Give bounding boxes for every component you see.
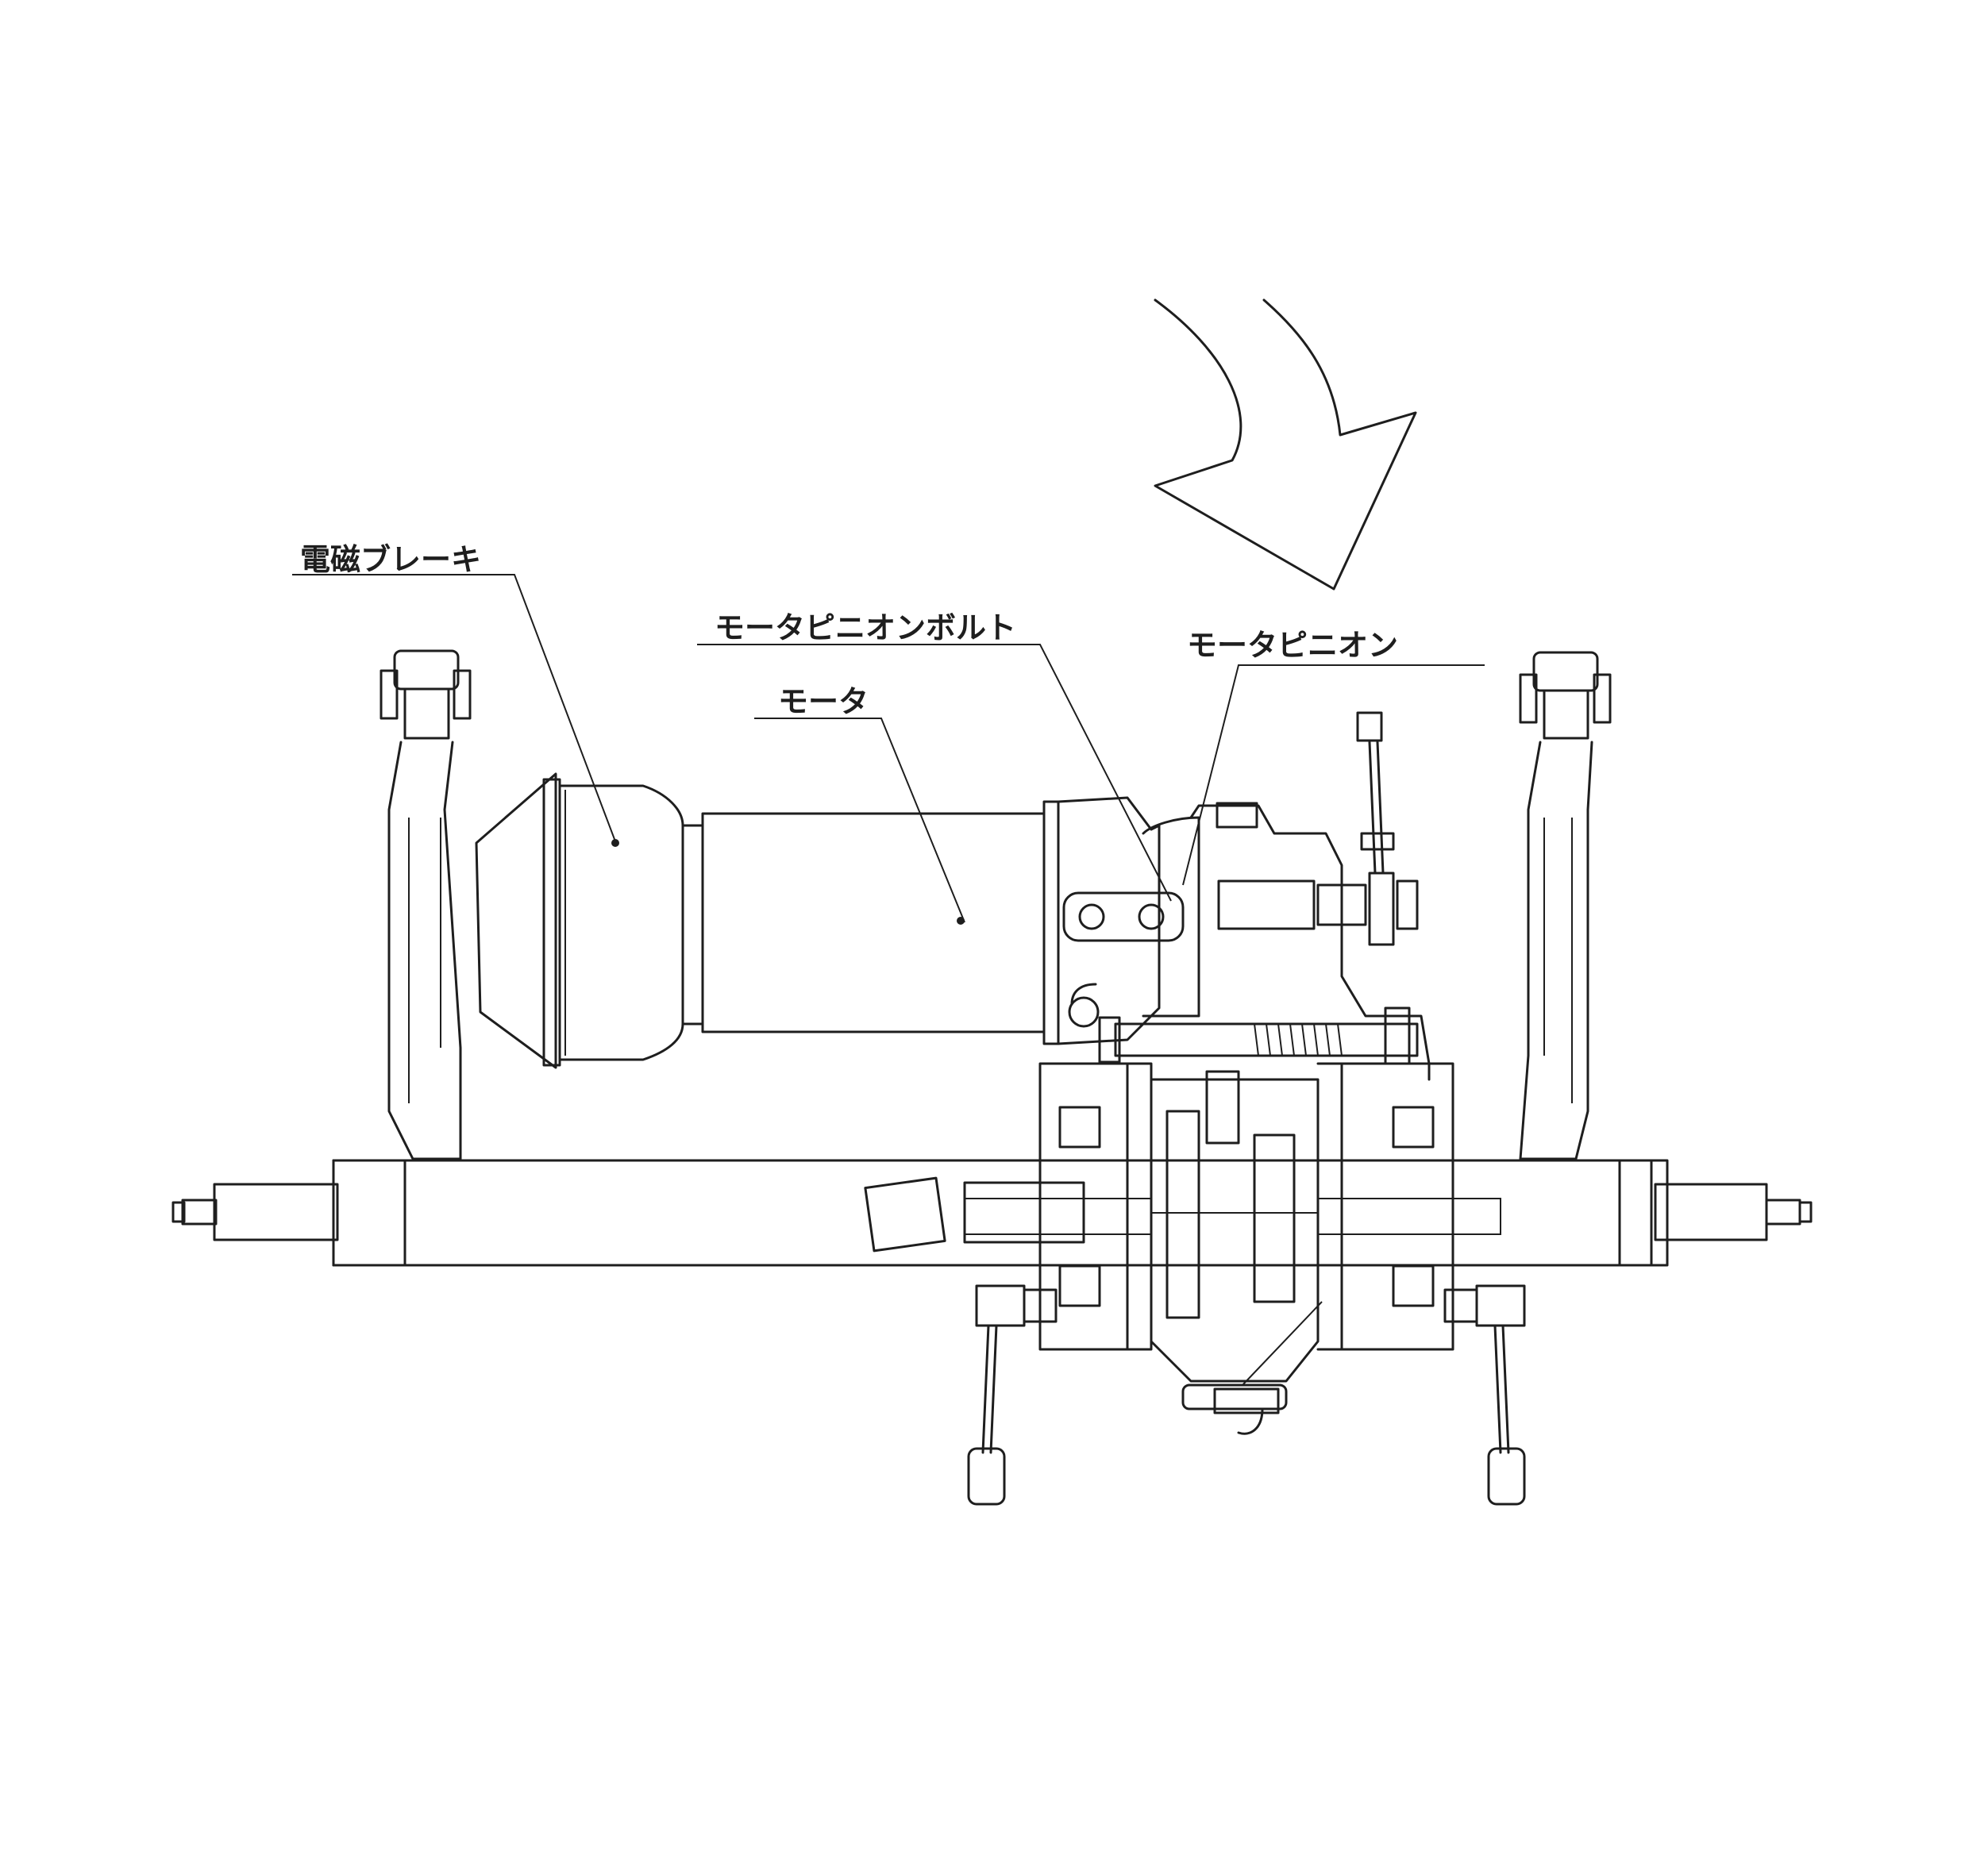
center-lower-linkage xyxy=(1181,1301,1323,1435)
label-motor-pinion-bolt: モータピニオンボルト xyxy=(715,610,1016,645)
electromagnetic-brake xyxy=(475,772,704,1069)
gearbox-housing xyxy=(1057,796,1431,1081)
spring-shaft xyxy=(1098,1006,1419,1065)
motor xyxy=(701,800,1060,1045)
differential-housing xyxy=(1038,1062,1454,1414)
label-motor: モータ xyxy=(778,684,869,719)
right-lower-handle xyxy=(1443,1284,1526,1506)
inner-shafts xyxy=(964,1198,1501,1235)
axle-housing xyxy=(332,1159,1669,1267)
curved-arrow xyxy=(1154,298,1417,591)
label-motor-pinion: モータピニオン xyxy=(1187,628,1398,663)
left-vertical-post xyxy=(379,649,472,1160)
right-vertical-post xyxy=(1519,651,1612,1160)
upper-lever xyxy=(1356,711,1419,946)
right-axle-shaft xyxy=(1654,1183,1813,1241)
left-axle-shaft xyxy=(171,1183,339,1241)
label-electromagnetic-brake: 電磁ブレーキ xyxy=(300,542,481,577)
leader-lines xyxy=(292,574,1485,925)
left-lower-handle xyxy=(967,1284,1058,1506)
